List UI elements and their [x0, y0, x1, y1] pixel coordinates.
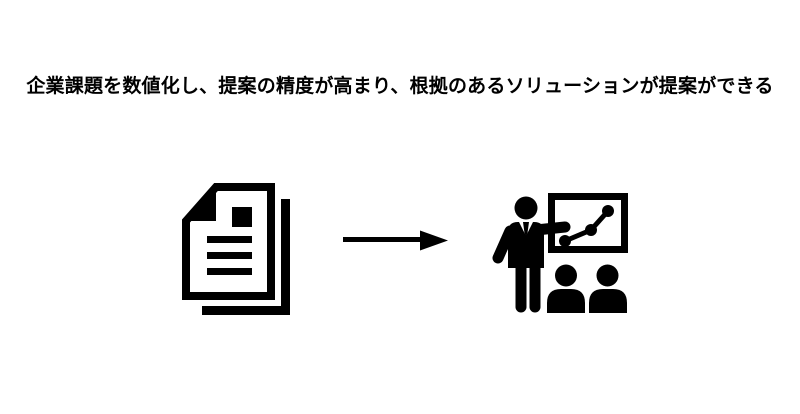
- headline: 企業課題を数値化し、提案の精度が高まり、根拠のあるソリューションが提案ができる: [26, 76, 774, 97]
- presenter-with-chart-icon: [492, 193, 628, 313]
- arrow-right-icon: [343, 230, 448, 251]
- document-stack-icon: [182, 183, 290, 315]
